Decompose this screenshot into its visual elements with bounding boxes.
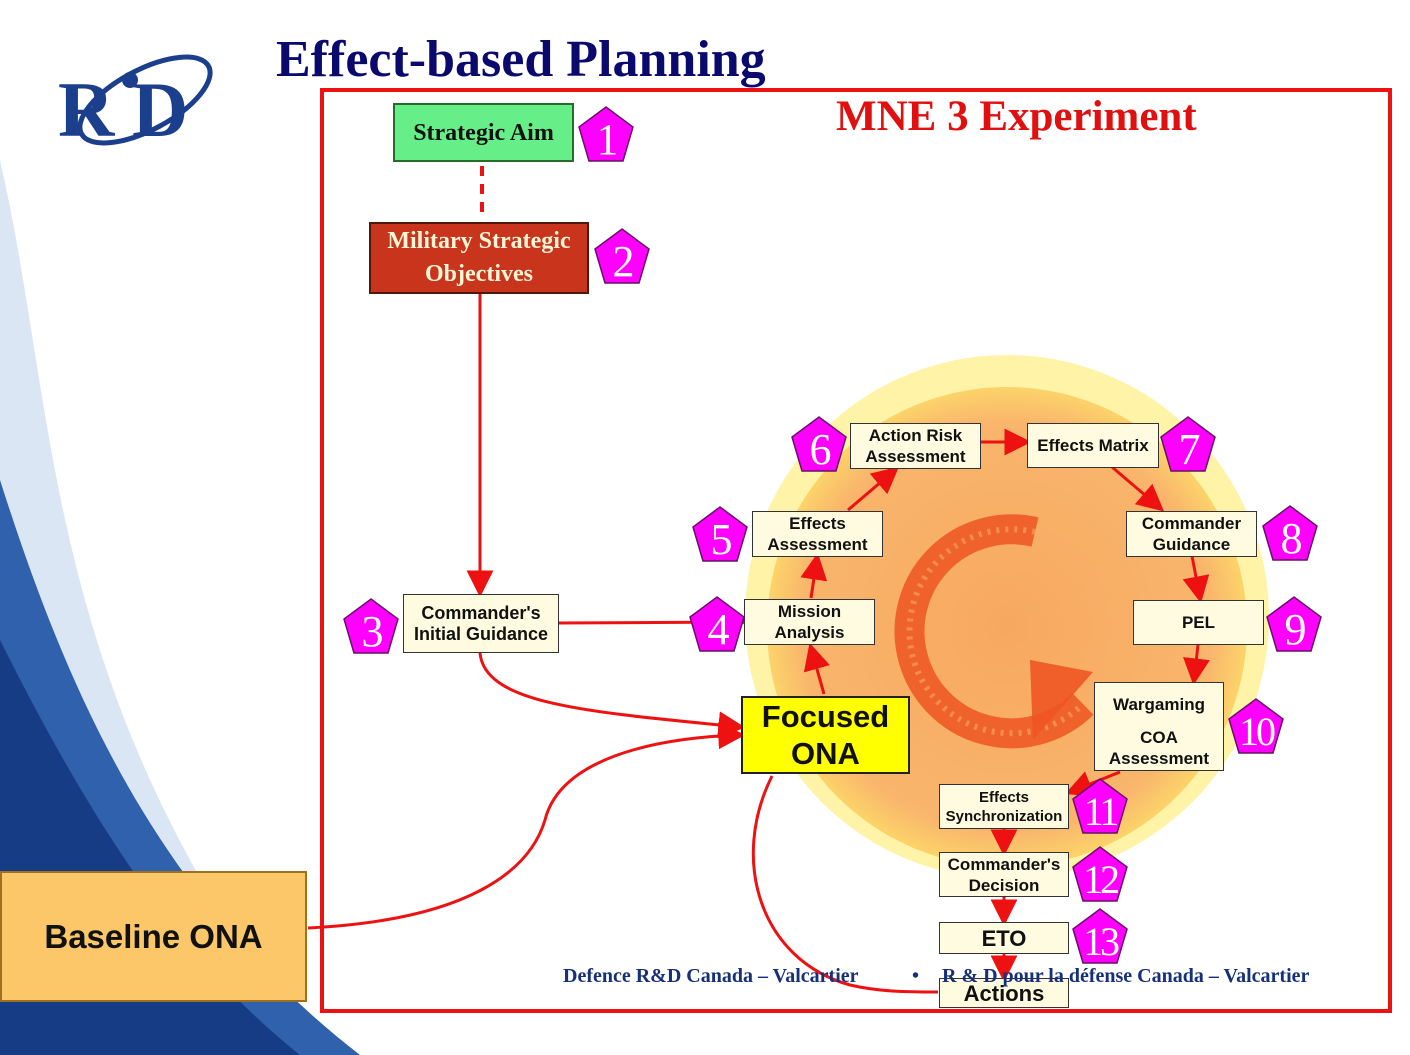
- step-badge-5: 5: [692, 506, 748, 564]
- step-badge-6: 6: [791, 416, 847, 474]
- commander-guidance-box: Commander Guidance: [1126, 511, 1257, 557]
- arrow-fona-ma: [803, 642, 830, 695]
- arrow-ea-ara: [847, 466, 900, 512]
- circular-arrow-icon: [894, 514, 1094, 749]
- arrow-cg-pel: [1182, 555, 1210, 604]
- step-number: 4: [707, 604, 730, 654]
- step-badge-4: 4: [689, 596, 745, 654]
- rd-logo-icon: R D: [58, 54, 213, 153]
- footer-right: R & D pour la défense Canada – Valcartie…: [942, 965, 1310, 987]
- effects-matrix-box: Effects Matrix: [1027, 423, 1159, 468]
- experiment-frame: [320, 88, 1392, 1013]
- step-number: 10: [1239, 708, 1276, 754]
- step-number: 9: [1284, 604, 1307, 654]
- actions-box: Actions: [939, 978, 1069, 1008]
- eto-box: ETO: [939, 922, 1069, 954]
- baseline-ona-box: Baseline ONA: [0, 871, 307, 1002]
- step-number: 6: [809, 424, 832, 474]
- effects-synchronization-box: Effects Synchronization: [939, 784, 1069, 829]
- arrow-cig-fona: [478, 652, 746, 739]
- step-badge-12: 12: [1072, 846, 1128, 902]
- arrow-pel-wg: [1183, 644, 1210, 686]
- step-number: 8: [1280, 513, 1303, 563]
- step-badge-10: 10: [1228, 698, 1284, 754]
- arrow-baseline-fona: [307, 722, 746, 930]
- arrow-fona-actions: [751, 775, 939, 994]
- step-number: 13: [1083, 918, 1120, 964]
- footer-separator: •: [912, 965, 920, 987]
- svg-text:R: R: [58, 66, 116, 153]
- svg-text:D: D: [132, 66, 188, 153]
- arrow-em-cg: [1111, 465, 1165, 512]
- commanders-decision-box: Commander's Decision: [939, 852, 1069, 897]
- footer-left: Defence R&D Canada – Valcartier: [563, 965, 859, 987]
- mission-analysis-box: Mission Analysis: [744, 599, 875, 645]
- pel-box: PEL: [1133, 600, 1264, 645]
- step-number: 1: [596, 114, 619, 164]
- step-number: 7: [1178, 424, 1201, 474]
- step-badge-8: 8: [1262, 505, 1318, 563]
- step-number: 12: [1083, 856, 1120, 902]
- step-badge-3: 3: [343, 598, 399, 656]
- page-title: Effect-based Planning: [276, 31, 766, 88]
- step-badge-1: 1: [578, 106, 634, 164]
- arrow-ma-ea: [800, 552, 828, 599]
- experiment-title: MNE 3 Experiment: [836, 93, 1197, 140]
- step-badge-7: 7: [1160, 416, 1216, 474]
- step-badge-2: 2: [594, 228, 650, 286]
- step-badge-9: 9: [1266, 596, 1322, 654]
- step-badge-13: 13: [1072, 908, 1128, 964]
- wargaming-box: Wargaming: [1094, 682, 1224, 726]
- strategic-aim-box: Strategic Aim: [393, 103, 574, 162]
- effects-assessment-box: Effects Assessment: [752, 511, 883, 557]
- action-risk-assessment-box: Action Risk Assessment: [850, 423, 981, 469]
- step-number: 5: [710, 514, 733, 564]
- step-number: 3: [361, 606, 384, 656]
- coa-assessment-box: COA Assessment: [1094, 725, 1224, 771]
- commanders-initial-guidance-box: Commander's Initial Guidance: [403, 594, 559, 653]
- step-number: 2: [612, 236, 635, 286]
- step-number: 11: [1083, 788, 1120, 834]
- step-badge-11: 11: [1072, 778, 1128, 834]
- focused-ona-box: Focused ONA: [741, 696, 910, 774]
- military-strategic-objectives-box: Military Strategic Objectives: [369, 222, 589, 294]
